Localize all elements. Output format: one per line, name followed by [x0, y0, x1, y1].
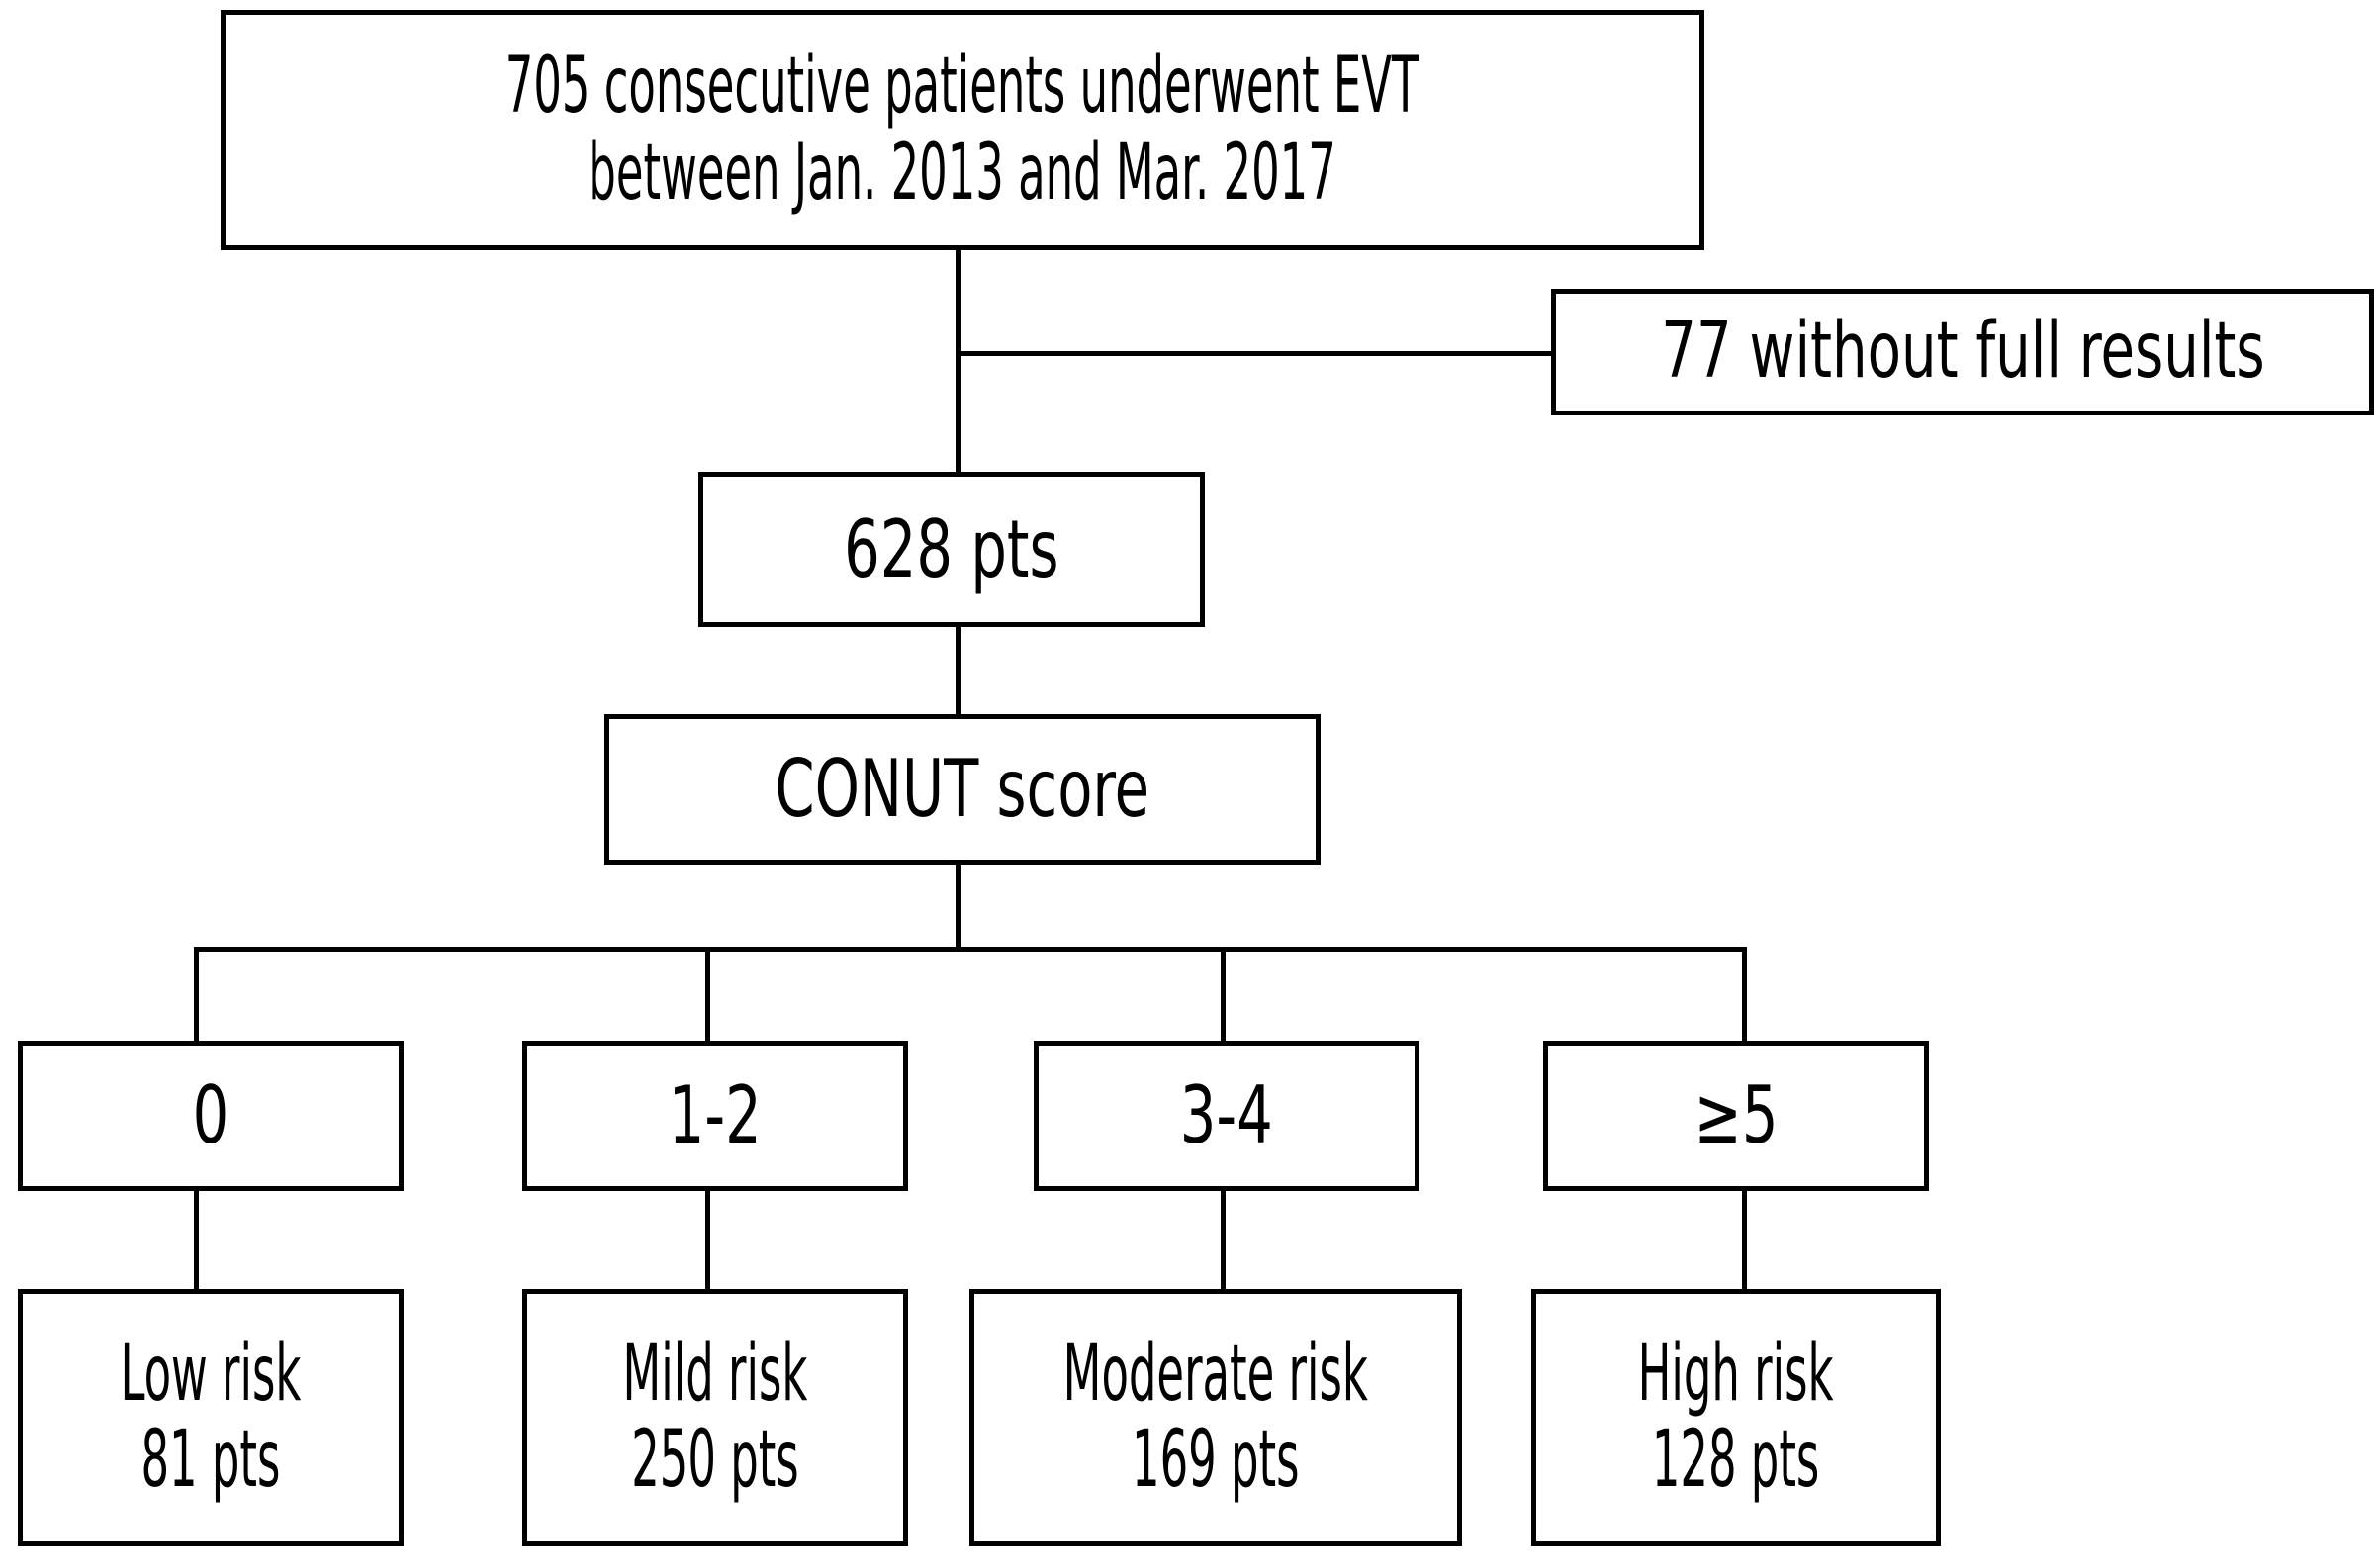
node-cohort-line2: between Jan. 2013 and Mar. 2017 — [588, 128, 1337, 218]
connector-bus-to-score-0 — [194, 947, 199, 1042]
connector-score-5plus-to-risk-high — [1742, 1191, 1747, 1290]
node-score-text: CONUT score — [775, 743, 1150, 836]
score-group-5plus-box: ≥5 — [1543, 1041, 1929, 1191]
connector-cohort-to-included — [956, 250, 961, 473]
node-score-box: CONUT score — [604, 714, 1321, 865]
connector-bus-to-score-1-2 — [705, 947, 710, 1042]
node-excluded-box: 77 without full results — [1551, 289, 2374, 415]
score-group-3-4-box: 3-4 — [1034, 1041, 1419, 1191]
connector-score-to-bus — [956, 865, 961, 950]
node-included-box: 628 pts — [698, 472, 1205, 627]
connector-score-3-4-to-risk-moderate — [1221, 1191, 1226, 1290]
connector-score-0-to-risk-low — [194, 1191, 199, 1290]
risk-group-mild-label: Mild risk — [622, 1328, 808, 1418]
risk-group-low-count: 81 pts — [140, 1416, 281, 1505]
risk-group-high-count: 128 pts — [1652, 1416, 1820, 1505]
score-group-3-4-label: 3-4 — [1179, 1069, 1274, 1162]
risk-group-mild-count: 250 pts — [631, 1416, 799, 1505]
score-group-5plus-label: ≥5 — [1693, 1069, 1779, 1162]
node-excluded-text: 77 without full results — [1660, 307, 2265, 397]
connector-exclusion-branch — [956, 351, 1555, 356]
score-group-0-label: 0 — [192, 1069, 229, 1162]
score-group-0-box: 0 — [18, 1041, 404, 1191]
score-group-1-2-label: 1-2 — [668, 1069, 763, 1162]
risk-group-high-label: High risk — [1638, 1328, 1834, 1418]
risk-group-moderate-label: Moderate risk — [1062, 1328, 1369, 1418]
connector-score-1-2-to-risk-mild — [705, 1191, 710, 1290]
risk-group-moderate-count: 169 pts — [1132, 1416, 1300, 1505]
node-cohort-line1: 705 consecutive patients underwent EVT — [505, 42, 1419, 132]
score-group-1-2-box: 1-2 — [522, 1041, 908, 1191]
connector-bus-to-score-5plus — [1742, 947, 1747, 1042]
node-included-text: 628 pts — [844, 503, 1059, 595]
connector-bus-to-score-3-4 — [1221, 947, 1226, 1042]
connector-distribution-bus — [194, 947, 1747, 952]
risk-group-low-label: Low risk — [120, 1328, 302, 1418]
connector-included-to-score — [956, 627, 961, 716]
